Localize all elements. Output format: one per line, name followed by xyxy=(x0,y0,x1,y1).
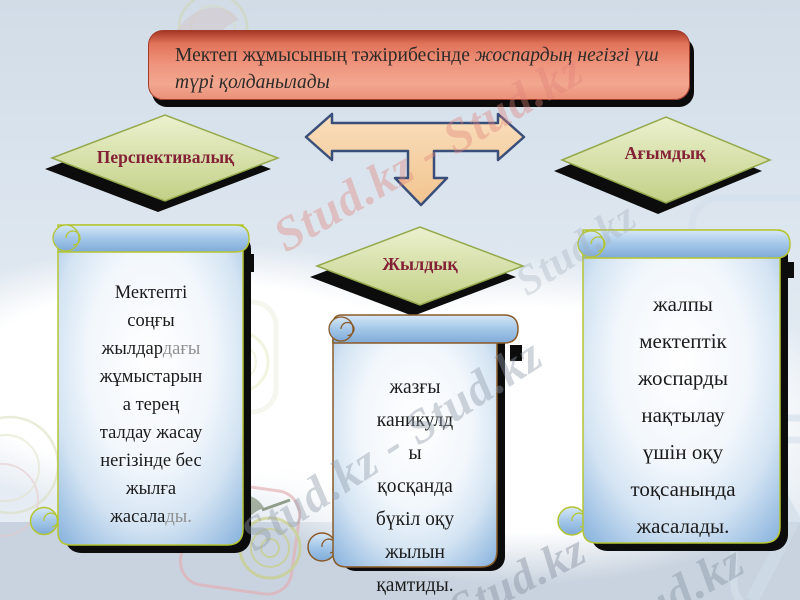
title-text-regular: Мектеп жұмысының тәжірибесінде xyxy=(175,45,475,66)
scroll-text-line: үшін оқу xyxy=(642,440,724,464)
scroll-text-perspective: Мектепті соңғы жылдардағы жұмыстарын а терең… xyxy=(58,279,244,531)
scroll-text-line: каникулд xyxy=(376,410,454,431)
scroll-shape-left xyxy=(29,224,254,553)
scroll-text-line: жалпы xyxy=(653,292,713,316)
scroll-text-current: жалпы мектептік жоспарды нақтылау үшін оқу то… xyxy=(586,286,780,545)
scroll-text-line: жасалады. xyxy=(110,507,192,527)
scroll-text-yearly: жазғы каникулд ы қосқанда бүкіл оқу жылын қамт… xyxy=(326,371,504,600)
scroll-text-line: жылын xyxy=(385,542,445,563)
scroll-text-line: қосқанда xyxy=(377,476,453,497)
scroll-shape-center xyxy=(307,314,522,571)
scroll-text-line: ы xyxy=(408,443,422,464)
diamond-current-shape xyxy=(554,116,772,214)
scroll-text-line: негізінде бес xyxy=(100,451,202,471)
scroll-text-line: соңғы xyxy=(127,311,175,331)
scroll-text-line: жұмыстарын xyxy=(99,367,203,387)
scroll-text-line: жылға xyxy=(125,479,177,499)
scroll-text-line: нақтылау xyxy=(641,403,725,427)
scroll-text-line: жазғы xyxy=(389,377,441,398)
scroll-text-line: жоспарды xyxy=(638,366,728,390)
scroll-text-line: жылдардағы xyxy=(101,339,201,359)
scroll-text-line: Мектепті xyxy=(114,283,188,303)
scroll-text-line: бүкіл оқу xyxy=(375,509,455,530)
scroll-text-line: тоқсанында xyxy=(630,477,736,501)
diamond-yearly-shape xyxy=(310,226,526,316)
title-text-italic: жоспардың негізгі үш түрі қолданылады xyxy=(175,45,659,94)
left-right-down-arrow-shape xyxy=(304,112,526,207)
scroll-text-line: а терең xyxy=(122,395,180,415)
diamond-perspective-shape xyxy=(45,114,281,212)
scroll-text-line: қамтиды. xyxy=(376,575,454,596)
scroll-text-line: мектептік xyxy=(639,329,727,353)
title-banner: Мектеп жұмысының тәжірибесінде жоспардың… xyxy=(148,30,690,100)
scroll-text-line: талдау жасау xyxy=(99,423,203,443)
scroll-text-line: жасалады. xyxy=(636,514,730,538)
